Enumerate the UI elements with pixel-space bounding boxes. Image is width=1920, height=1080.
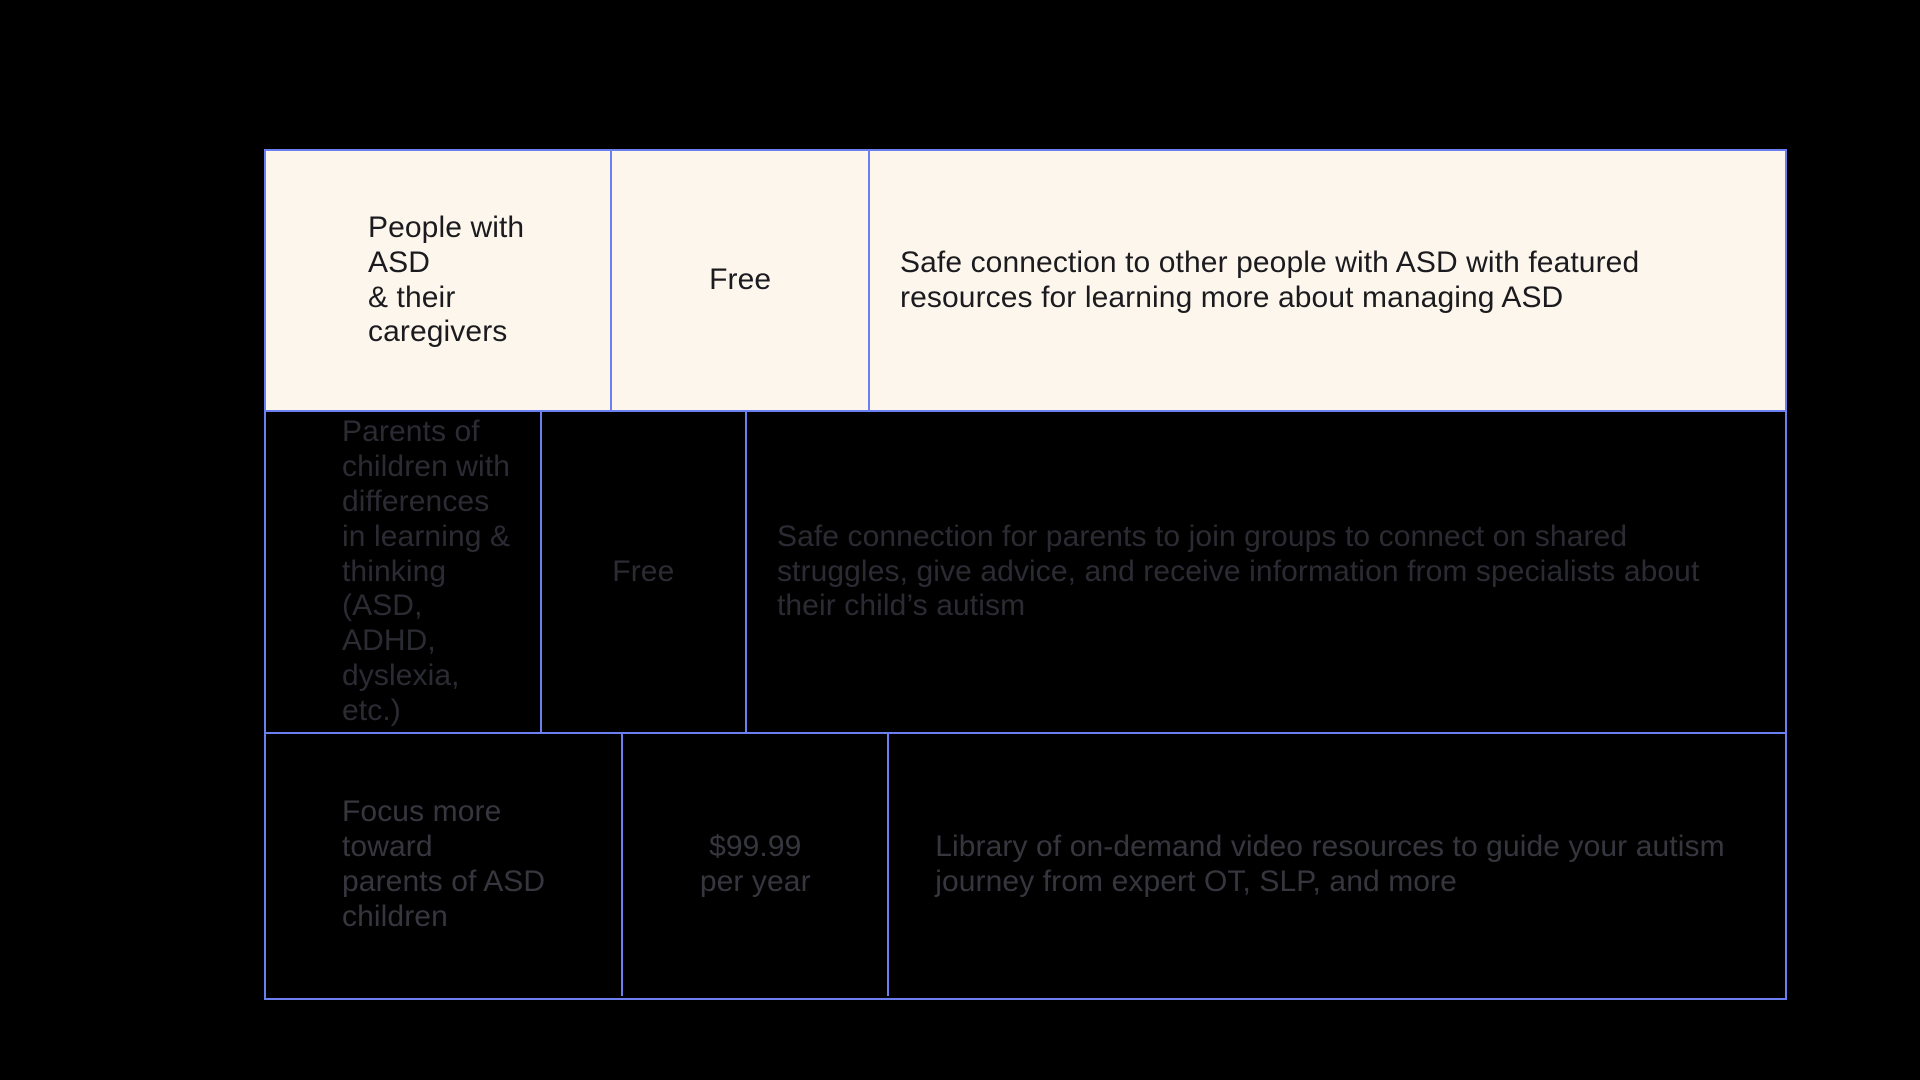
- table-cell-audience: People with ASD & their caregivers: [266, 151, 611, 410]
- value-proposition-text: Safe connection to other people with ASD…: [900, 245, 1640, 314]
- value-proposition-text: Safe connection for parents to join grou…: [776, 519, 1700, 623]
- audience-text: Parents of children with differences in …: [342, 415, 511, 727]
- price-text: $99.99 per year: [699, 830, 811, 898]
- table-cell-price: Free: [610, 151, 871, 410]
- table-row: People with ASD & their caregivers Free …: [266, 151, 1785, 410]
- price-text: Free: [709, 263, 772, 297]
- value-proposition-text: Library of on-demand video resources to …: [935, 830, 1725, 898]
- comparison-table: People with ASD & their caregivers Free …: [264, 149, 1787, 1000]
- price-text: Free: [612, 554, 675, 588]
- table-cell-price: Free: [539, 412, 747, 732]
- table-cell-audience: Parents of children with differences in …: [266, 412, 540, 732]
- table-cell-audience: Focus more toward parents of ASD childre…: [266, 734, 622, 996]
- table-row: Focus more toward parents of ASD childre…: [266, 734, 1785, 996]
- table-row: Parents of children with differences in …: [266, 410, 1785, 734]
- audience-text: People with ASD & their caregivers: [368, 210, 525, 349]
- table-cell-value-proposition: Safe connection for parents to join grou…: [746, 412, 1785, 732]
- table-cell-value-proposition: Library of on-demand video resources to …: [889, 734, 1785, 996]
- table-cell-value-proposition: Safe connection to other people with ASD…: [870, 151, 1785, 410]
- table-cell-price: $99.99 per year: [621, 734, 890, 996]
- audience-text: Focus more toward parents of ASD childre…: [342, 795, 546, 933]
